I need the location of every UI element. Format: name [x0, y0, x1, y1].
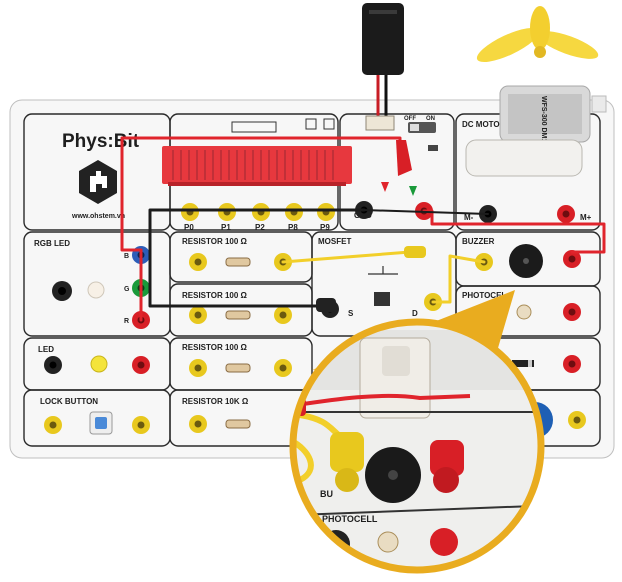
- resistor2-label: RESISTOR 100 Ω: [182, 291, 248, 300]
- resistor1-jack-left[interactable]: [189, 253, 207, 271]
- yellow-wire-buzzer: [431, 254, 486, 304]
- lock-button-jack-left[interactable]: [44, 416, 62, 434]
- pin-label-p2: P2: [255, 223, 265, 232]
- photocell-jack-red[interactable]: [563, 303, 581, 321]
- photocell-section: [455, 285, 601, 337]
- motor-print: WFS-300 DM16: [540, 96, 547, 146]
- zoom-buzzer-label: BU: [320, 489, 333, 499]
- rgb-led-label: RGB LED: [34, 239, 70, 248]
- resistor2-jack-right[interactable]: [274, 306, 292, 324]
- resistor4-label: RESISTOR 10K Ω: [182, 397, 249, 406]
- rgb-b-label: B: [124, 253, 129, 260]
- motor-jack-red[interactable]: [557, 205, 575, 223]
- zoom-yellow-jack: [330, 432, 364, 492]
- lock-button-jack-right[interactable]: [132, 416, 150, 434]
- buzzer-label: BUZZER: [462, 237, 495, 246]
- rgb-g-label: G: [124, 286, 130, 293]
- photocell-label: PHOTOCEL: [462, 291, 506, 300]
- resistor3-jack-left[interactable]: [189, 359, 207, 377]
- pin-label-p8: P8: [288, 223, 298, 232]
- microbit-pin-row: [172, 150, 334, 180]
- rgb-jack-black[interactable]: [52, 281, 72, 301]
- resistor4-jack-left[interactable]: [189, 415, 207, 433]
- mosfet-s-label: S: [348, 309, 354, 318]
- resistor2-jack-left[interactable]: [189, 306, 207, 324]
- green-arrow-icon: [409, 186, 417, 196]
- pin-jack-p8[interactable]: [285, 203, 303, 221]
- blue-button-jack[interactable]: [568, 411, 586, 429]
- motor-plus-label: M+: [580, 213, 592, 222]
- buzzer-jack-red[interactable]: [563, 250, 581, 268]
- resistor3-label: RESISTOR 100 Ω: [182, 343, 248, 352]
- red-wire-power: [422, 209, 606, 254]
- led-label: LED: [38, 345, 54, 354]
- pin-jack-p9[interactable]: [317, 203, 335, 221]
- switch-on-label: ON: [426, 116, 435, 122]
- switch-off-label: OFF: [404, 116, 416, 122]
- resistor1-label: RESISTOR 100 Ω: [182, 237, 248, 246]
- resistor2-body: [225, 310, 251, 320]
- rgb-r-label: R: [124, 318, 129, 325]
- rgb-section: [23, 231, 171, 337]
- yellow-plug-head: [404, 246, 426, 258]
- photocell-sensor: [516, 304, 532, 320]
- mosfet-d-label: D: [412, 309, 418, 318]
- pin-jack-p2[interactable]: [252, 203, 270, 221]
- logo-icon: [79, 160, 117, 204]
- brand-website: www.ohstem.vn: [71, 213, 125, 220]
- fan-blade: [476, 6, 599, 62]
- black-wire-motor: [363, 209, 489, 215]
- yellow-wire-resistor: [281, 250, 412, 264]
- zoom-ring: [289, 318, 545, 574]
- diode-body: [512, 360, 534, 367]
- black-plug-head: [316, 298, 336, 312]
- resistor3-body: [225, 363, 251, 373]
- mosfet-label: MOSFET: [318, 237, 351, 246]
- microbit-outline: [231, 118, 335, 133]
- led-jack-black[interactable]: [44, 356, 62, 374]
- pin-label-p1: P1: [221, 223, 231, 232]
- zoom-inset: BU PHOTOCELL: [293, 322, 541, 570]
- led-bulb-yellow: [90, 355, 108, 373]
- microbit-connector: [162, 146, 352, 184]
- diode-jack-red[interactable]: [563, 355, 581, 373]
- resistor4-body: [225, 419, 251, 429]
- motor-minus-label: M-: [464, 213, 474, 222]
- resistor3-jack-right[interactable]: [274, 359, 292, 377]
- pin-jack-p1[interactable]: [218, 203, 236, 221]
- led-jack-red[interactable]: [132, 356, 150, 374]
- brand-title: Phys:Bit: [62, 131, 140, 152]
- red-plug-head: [396, 140, 412, 176]
- black-wire-gnd: [148, 208, 366, 308]
- power-connector: [365, 115, 395, 131]
- mosfet-chip: [374, 292, 390, 306]
- zoom-red-jack: [430, 440, 464, 493]
- resistor1-body: [225, 257, 251, 267]
- pin-label-p0: P0: [184, 223, 194, 232]
- red-arrow-icon: [381, 182, 389, 192]
- pin-label-p9: P9: [320, 223, 330, 232]
- zoom-photocell-label: PHOTOCELL: [322, 514, 378, 524]
- battery-box: [362, 3, 404, 75]
- pin-jack-p0[interactable]: [181, 203, 199, 221]
- rgb-led-bulb: [87, 281, 105, 299]
- lock-button-label: LOCK BUTTON: [40, 397, 98, 406]
- dc-motor-label: DC MOTOR: [462, 120, 506, 129]
- motor-mount: [465, 139, 583, 177]
